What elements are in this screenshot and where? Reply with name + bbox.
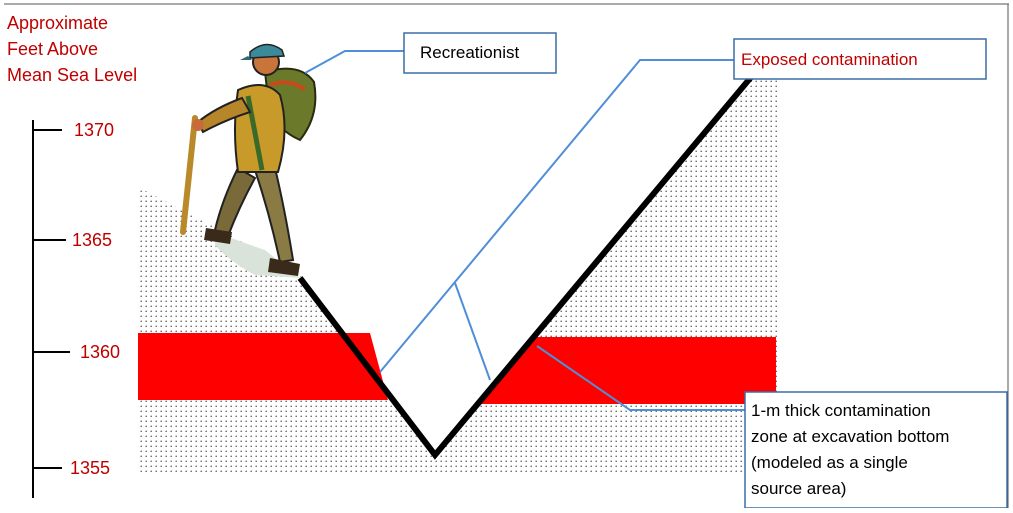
zone-label-line-2: zone at excavation bottom bbox=[751, 427, 949, 446]
axis-title-line-2: Feet Above bbox=[7, 39, 98, 59]
tick-label-1365: 1365 bbox=[72, 230, 112, 250]
contamination-zone-left bbox=[138, 333, 388, 400]
excavation-outline bbox=[297, 74, 755, 460]
zone-leader bbox=[536, 345, 745, 411]
exposed-leader-main bbox=[379, 59, 734, 373]
hiker-icon bbox=[180, 43, 317, 278]
recreationist-callout-box bbox=[403, 32, 557, 74]
tick-label-1360: 1360 bbox=[80, 342, 120, 362]
zone-label-line-4: source area) bbox=[751, 479, 846, 498]
zone-label-line-3: (modeled as a single bbox=[751, 453, 908, 472]
recreationist-leader bbox=[304, 50, 404, 74]
exposed-contamination-label: Exposed contamination bbox=[741, 50, 918, 69]
exposed-callout-box bbox=[733, 38, 987, 80]
tick-label-1355: 1355 bbox=[70, 458, 110, 478]
axis-title-line-1: Approximate bbox=[7, 13, 108, 33]
tick-label-1370: 1370 bbox=[74, 120, 114, 140]
zone-label-line-1: 1-m thick contamination bbox=[751, 401, 931, 420]
axis-title-line-3: Mean Sea Level bbox=[7, 65, 137, 85]
zone-callout-box bbox=[744, 391, 1008, 509]
recreationist-label: Recreationist bbox=[420, 43, 519, 62]
contamination-zone-right bbox=[475, 337, 776, 404]
exposed-leader-branch bbox=[454, 282, 491, 381]
